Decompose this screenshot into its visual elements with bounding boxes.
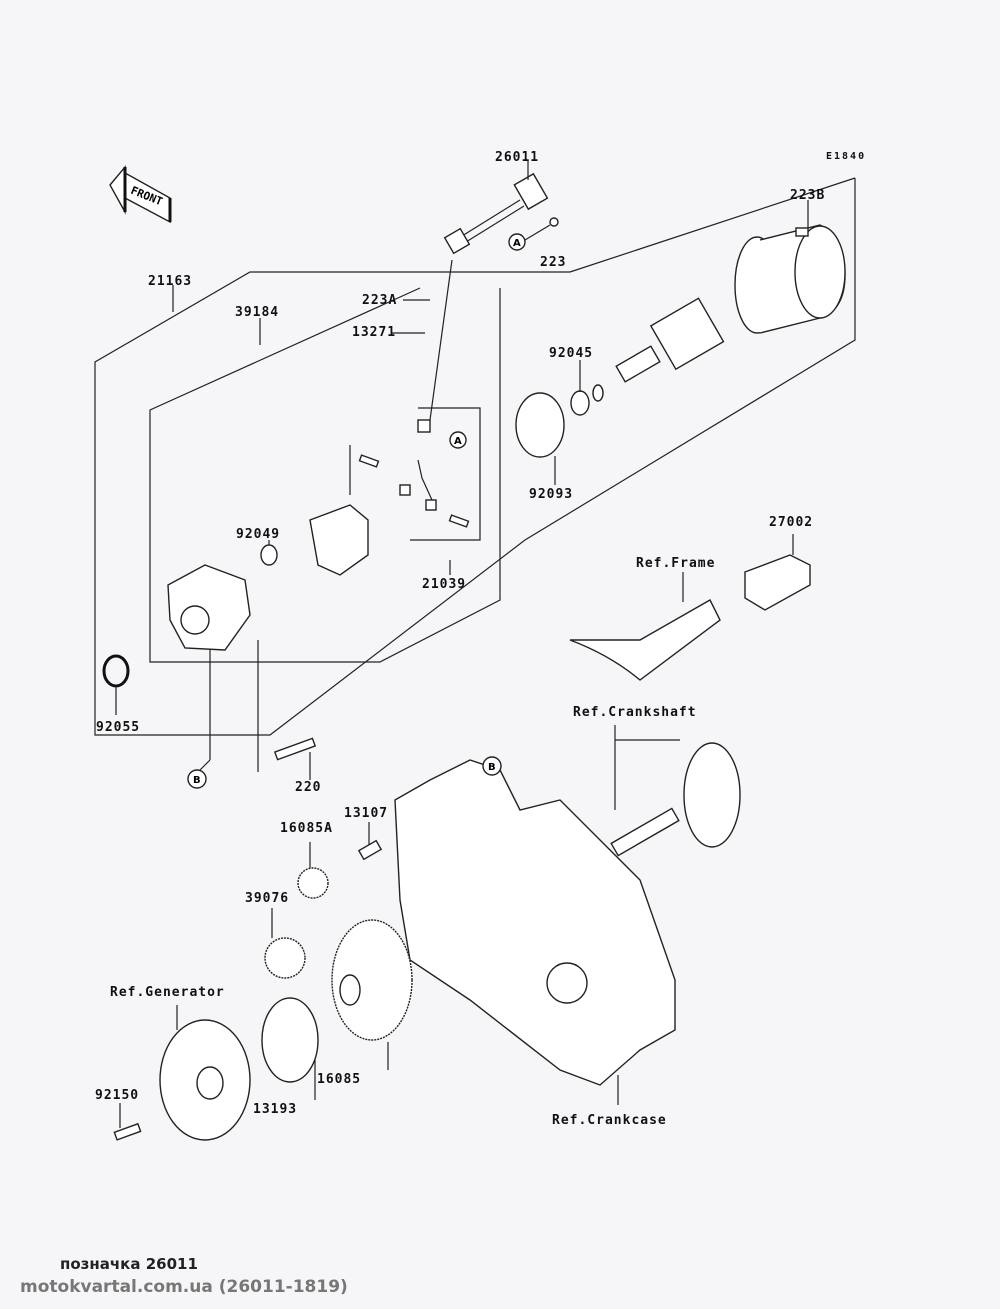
part-label-21039: 21039 (422, 577, 467, 592)
callout-a-top-label: A (513, 238, 521, 249)
callout-b-left-label: B (193, 775, 201, 786)
caption-source: motokvartal.com.ua (26011-1819) (20, 1277, 348, 1297)
part-label-92049: 92049 (236, 527, 281, 542)
callout-a-top (508, 233, 526, 251)
crankshaft (683, 742, 741, 848)
part-label-92093: 92093 (529, 487, 574, 502)
starter-motor (734, 224, 846, 334)
callout-b-right-label: B (488, 762, 496, 773)
ref-label-frame: Ref.Frame (636, 556, 716, 571)
bolt-220 (273, 737, 317, 761)
bolt-92150 (113, 1122, 142, 1141)
part-label-13107: 13107 (344, 806, 389, 821)
assembly-frame-39184 (149, 287, 501, 663)
part-label-39184: 39184 (235, 305, 280, 320)
part-label-16085a: 16085A (280, 821, 333, 836)
gear-16085a (297, 867, 329, 899)
ref-label-crankcase: Ref.Crankcase (552, 1113, 667, 1128)
part-label-92150: 92150 (95, 1088, 140, 1103)
part-label-13193: 13193 (253, 1102, 298, 1117)
o-ring-92055 (102, 654, 130, 688)
pin-13107 (357, 839, 383, 861)
ref-label-generator: Ref.Generator (110, 985, 225, 1000)
part-label-13271: 13271 (352, 325, 397, 340)
part-label-16085: 16085 (317, 1072, 362, 1087)
part-label-27002: 27002 (769, 515, 814, 530)
front-arrow-icon (109, 165, 172, 224)
part-label-223b: 223B (790, 188, 826, 203)
callout-b-left (187, 769, 207, 789)
part-label-223: 223 (540, 255, 567, 270)
ref-label-crankshaft: Ref.Crankshaft (573, 705, 697, 720)
assembly-frame-21163 (94, 178, 856, 736)
brush-holder-21039 (309, 407, 481, 576)
bearing-92045 (570, 390, 590, 416)
gear-39076 (264, 937, 306, 979)
callout-a-mid-label: A (454, 436, 462, 447)
oil-seal-92049 (260, 544, 278, 566)
part-label-39076: 39076 (245, 891, 290, 906)
relay-27002 (744, 554, 811, 611)
part-label-26011: 26011 (495, 150, 540, 165)
bolt-223 (549, 217, 559, 227)
diagram-code: E1840 (826, 151, 867, 162)
o-ring-92093 (515, 392, 565, 458)
part-label-223a: 223A (362, 293, 398, 308)
part-label-21163: 21163 (148, 274, 193, 289)
part-label-92055: 92055 (96, 720, 141, 735)
crankcase (394, 759, 676, 1086)
end-cover (167, 564, 251, 651)
caption-part-mark: позначка 26011 (60, 1255, 198, 1273)
gear-16085 (331, 919, 413, 1041)
callout-b-right (482, 756, 502, 776)
part-label-92045: 92045 (549, 346, 594, 361)
one-way-clutch-13193 (261, 997, 319, 1083)
frame-reference (569, 599, 721, 681)
starter-cable-26011 (429, 160, 549, 421)
part-label-220: 220 (295, 780, 322, 795)
callout-a-mid (449, 431, 467, 449)
armature (615, 297, 725, 383)
